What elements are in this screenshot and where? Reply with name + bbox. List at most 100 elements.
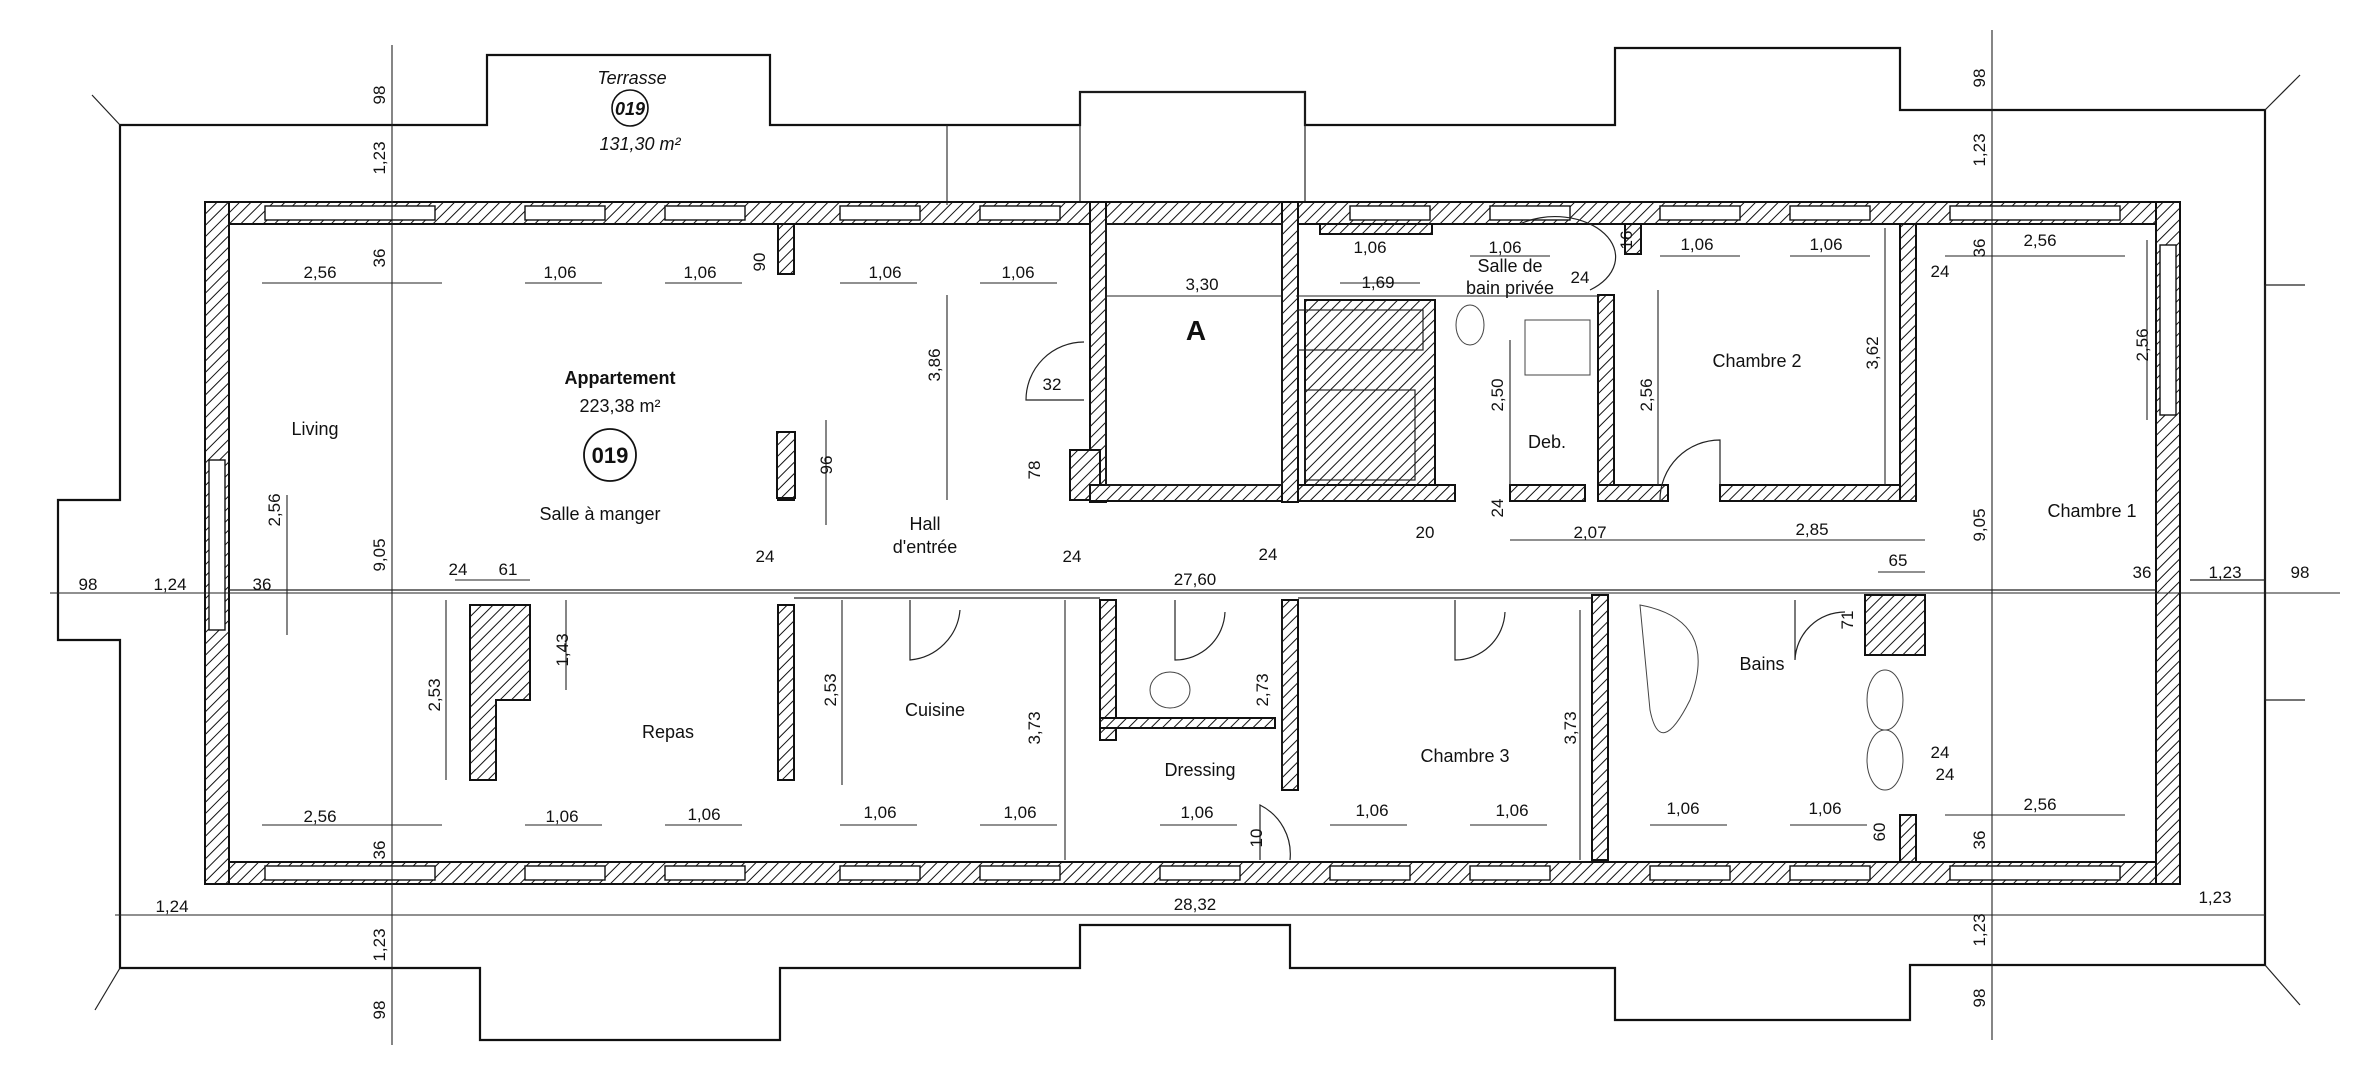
terrace-area: 131,30 m² [599, 134, 681, 154]
dim-edge-bottom-left: 1,24 [155, 897, 188, 916]
dim-text: 1,06 [868, 263, 901, 282]
dim-text: 2,56 [2023, 231, 2056, 250]
dim-text: 1,06 [1808, 799, 1841, 818]
apartment-area: 223,38 m² [579, 396, 660, 416]
dim-edge-left: 98 [79, 575, 98, 594]
terrace-outline [56, 46, 2267, 1042]
window [1649, 865, 1731, 881]
dim-text: 1,06 [543, 263, 576, 282]
dim-misc: 24 [1571, 268, 1590, 287]
dim-misc: 3,73 [1025, 711, 1044, 744]
dim-text: 1,06 [545, 807, 578, 826]
dim-misc: 24 [1259, 545, 1278, 564]
dim-v: 98 [370, 1001, 389, 1020]
dim-text: 1,06 [1680, 235, 1713, 254]
hall-pillar [776, 431, 796, 499]
window [1489, 205, 1571, 221]
dim-v: 36 [370, 841, 389, 860]
corner-line [2264, 964, 2301, 1006]
wall-interior [1899, 814, 1917, 863]
dim-edge-left: 36 [253, 575, 272, 594]
room-deb: Deb. [1528, 432, 1566, 452]
room-hall-1: Hall [909, 514, 940, 534]
elevator [1304, 389, 1416, 481]
dim-edge-right: 98 [2291, 563, 2310, 582]
dim-text: 2,56 [303, 807, 336, 826]
dim-v: 98 [370, 86, 389, 105]
dim-text: 1,06 [1355, 801, 1388, 820]
dim-text: 1,06 [1488, 238, 1521, 257]
dim-misc: 2,56 [265, 493, 284, 526]
room-dressing: Dressing [1164, 760, 1235, 780]
room-cuisine: Cuisine [905, 700, 965, 720]
toilet [1455, 304, 1485, 346]
dim-text: 1,06 [1003, 803, 1036, 822]
dim-misc: 3,73 [1561, 711, 1580, 744]
corner-line [2264, 74, 2301, 111]
room-sdb-1: Salle de [1477, 256, 1542, 276]
wall-interior [777, 604, 795, 781]
dim-misc: 2,53 [425, 678, 444, 711]
door [1174, 600, 1226, 661]
wall-interior [1304, 299, 1436, 486]
dim-edge-right: 36 [2133, 563, 2152, 582]
shaft [1864, 594, 1926, 656]
wall-interior [1597, 294, 1615, 502]
dim-text: 1,06 [687, 805, 720, 824]
window [524, 865, 606, 881]
wall-interior [1719, 484, 1901, 502]
window [524, 205, 606, 221]
dim-v: 9,05 [1970, 508, 1989, 541]
wall-interior [1281, 599, 1299, 791]
dim-misc: 2,56 [2133, 328, 2152, 361]
terrace-label: Terrasse [597, 68, 666, 88]
dim-text: 1,06 [1353, 238, 1386, 257]
dim-misc: 24 [1063, 547, 1082, 566]
dim-misc: 24 [1931, 743, 1950, 762]
window [2159, 244, 2177, 416]
dim-misc: 60 [1870, 823, 1889, 842]
bathtub [1639, 604, 1699, 733]
corner-line [94, 967, 121, 1011]
dim-edge-right: 1,23 [2208, 563, 2241, 582]
wall-interior [1099, 599, 1117, 741]
dim-misc: 3,86 [925, 348, 944, 381]
room-living: Living [291, 419, 338, 439]
window [1949, 865, 2121, 881]
dim-v: 98 [1970, 989, 1989, 1008]
wall-interior [777, 223, 795, 275]
room-repas: Repas [642, 722, 694, 742]
core-room [1105, 223, 1283, 486]
dim-v: 36 [1970, 239, 1989, 258]
door [1519, 215, 1617, 291]
stair-block [1297, 309, 1424, 351]
dim-misc: 20 [1416, 523, 1435, 542]
door [1454, 600, 1506, 661]
wall-north [204, 201, 2181, 225]
wall-interior [1591, 594, 1609, 861]
room-chambre-1: Chambre 1 [2047, 501, 2136, 521]
shower [1524, 319, 1591, 376]
dim-v: 1,23 [370, 141, 389, 174]
window [1159, 865, 1241, 881]
dim-text: 2,56 [303, 263, 336, 282]
dimension-lines-vertical [286, 30, 2148, 1045]
dim-text: 1,69 [1361, 273, 1394, 292]
window [664, 205, 746, 221]
door [1794, 600, 1846, 661]
dim-misc: 90 [750, 253, 769, 272]
dim-misc: 24 [1936, 765, 1955, 784]
dim-misc: 24 [756, 547, 775, 566]
wall-interior [1281, 201, 1299, 503]
dim-text: 1,06 [1809, 235, 1842, 254]
dim-text: 1,06 [863, 803, 896, 822]
window [839, 205, 921, 221]
wall-interior [1069, 449, 1101, 501]
kitchen-bar [469, 604, 531, 781]
dim-misc: 65 [1889, 551, 1908, 570]
toilet [1149, 671, 1191, 709]
terrace-step [2190, 579, 2266, 700]
dim-misc: 16 [1617, 231, 1636, 250]
dim-misc: 2,07 [1573, 523, 1606, 542]
